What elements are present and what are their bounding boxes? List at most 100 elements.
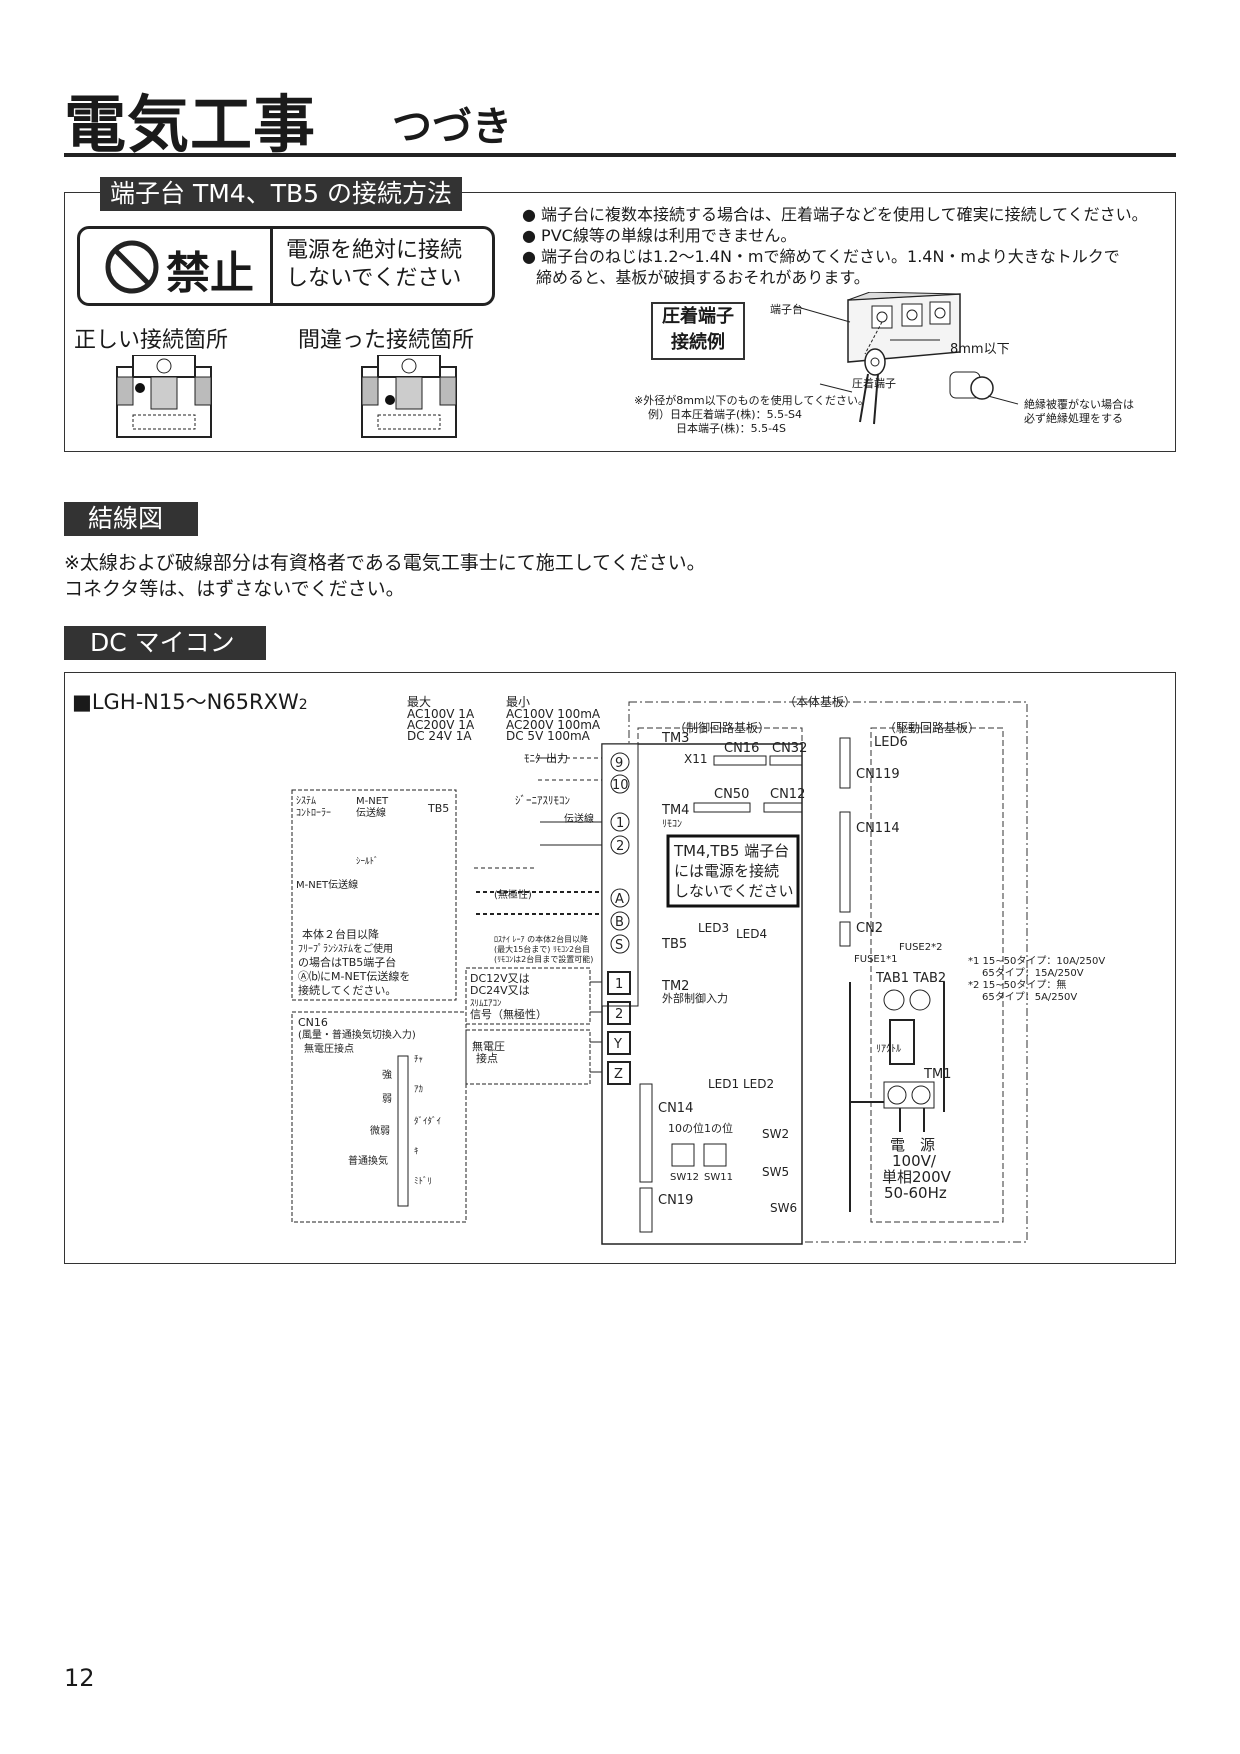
warn-box-1: TM4,TB5 端子台 xyxy=(673,842,789,860)
page-number: 12 xyxy=(64,1664,95,1692)
crimp-note-3: 日本端子(株)：5.5-4S xyxy=(676,422,787,435)
led4-label: LED4 xyxy=(736,927,767,941)
tm2-label: TM2 xyxy=(661,979,689,994)
prohibit-left: 禁止 xyxy=(80,229,273,303)
sw5-label: SW5 xyxy=(762,1165,789,1179)
cn16-box-title: CN16 xyxy=(298,1016,328,1029)
prohibit-label: 禁止 xyxy=(166,248,254,299)
fuse2-label: FUSE2*2 xyxy=(899,942,942,953)
speed-strong: 強 xyxy=(382,1068,392,1081)
terminal-y: Y xyxy=(613,1037,622,1052)
control-board-label: （制御回路基板） xyxy=(674,720,770,735)
wire-color-green: ﾐﾄﾞﾘ xyxy=(414,1176,432,1187)
digit10-label: 10の位 xyxy=(668,1121,704,1135)
prohibit-sign: 禁止 電源を絶対に接続 しないでください xyxy=(77,226,495,306)
tb5-board-label: TB5 xyxy=(661,937,687,952)
sw2-label: SW2 xyxy=(762,1127,789,1141)
terminal-z: Z xyxy=(614,1067,623,1082)
wiring-note-1: ※太線および破線部分は有資格者である電気工事士にて施工してください。 xyxy=(64,552,706,574)
reactor-label: ﾘｱｸﾄﾙ xyxy=(876,1043,901,1055)
tb5-label: TB5 xyxy=(427,802,449,815)
insulation-note-1: 絶縁被覆がない場合は xyxy=(1024,398,1134,411)
wiring-lines xyxy=(472,757,945,1212)
max-line-1: AC100V 1A xyxy=(407,707,475,721)
cn16-box-desc: (風量・普通換気切換入力) xyxy=(298,1028,416,1041)
title-rule xyxy=(64,153,1176,157)
wire-color-orange: ﾀﾞｲﾀﾞｲ xyxy=(414,1116,441,1127)
second-unit-2: ﾌﾘｰﾌﾟﾗﾝｼｽﾃﾑをご使用 xyxy=(298,942,393,955)
system-ctrl-1: ｼｽﾃﾑ xyxy=(296,796,316,807)
tab-label: TAB1 TAB2 xyxy=(875,971,946,986)
terminal-s: S xyxy=(615,938,623,953)
crimp-title-2: 接続例 xyxy=(671,332,725,353)
min-label: 最小 xyxy=(506,695,530,709)
min-line-2: AC200V 100mA xyxy=(506,718,601,732)
terminal-a: A xyxy=(615,892,624,907)
prohibit-warning-2: しないでください xyxy=(286,266,462,291)
led12-label: LED1 LED2 xyxy=(708,1077,774,1091)
fuse-note-3: *2 15~50タイプ：無 xyxy=(968,978,1066,991)
dc-signal-4: 信号（無極性） xyxy=(470,1007,547,1021)
power-label-2: 100V/ xyxy=(892,1152,937,1170)
speed-very-weak: 微弱 xyxy=(370,1124,390,1137)
power-label-1: 電 源 xyxy=(890,1136,935,1154)
lossnay-note-1: ﾛｽﾅｲ ﾚｰｱ の本体2台目以降 xyxy=(494,934,588,944)
tm-section-heading: 端子台 TM4、TB5 の接続方法 xyxy=(100,177,462,211)
second-unit-1: 本体２台目以降 xyxy=(302,927,379,941)
led6-label: LED6 xyxy=(874,735,908,750)
speed-weak: 弱 xyxy=(382,1093,392,1105)
page-title: 電気工事 xyxy=(64,88,317,161)
fuse-note-2: 65タイプ：15A/250V xyxy=(982,967,1084,979)
warn-box-3: しないでください xyxy=(674,882,794,900)
power-label-3: 単相200V xyxy=(882,1168,952,1186)
cn114-label: CN114 xyxy=(856,821,900,836)
wire-color-yellow: ｷ xyxy=(414,1147,419,1157)
drive-board-label: （駆動回路基板） xyxy=(884,720,980,735)
max-line-2: AC200V 1A xyxy=(407,718,475,732)
led3-label: LED3 xyxy=(698,921,729,935)
wiring-diagram: 最大 AC100V 1A AC200V 1A DC 24V 1A 最小 AC10… xyxy=(291,695,1105,1245)
cn14-label: CN14 xyxy=(658,1101,693,1116)
wiring-heading: 結線図 xyxy=(64,502,198,536)
page-subtitle: つづき xyxy=(392,104,512,150)
speed-normal: 普通換気 xyxy=(348,1154,388,1167)
terminal-1: 1 xyxy=(616,816,624,831)
wire-color-brown: ﾁｬ xyxy=(414,1054,423,1065)
prohibit-warning-1: 電源を絶対に接続 xyxy=(286,238,463,263)
model-label: ■LGH-N15～N65RXW2 xyxy=(72,690,308,714)
lossnay-note-3: (ﾘﾓｺﾝは2台目まで設置可能) xyxy=(494,954,593,964)
terminal-column: 9 10 1 2 A B S 1 2 Y Z xyxy=(601,743,639,1085)
fuse-note-1: *1 15~50タイプ：10A/250V xyxy=(968,955,1105,967)
min-line-1: AC100V 100mA xyxy=(506,707,601,721)
dc-heading: DC マイコン xyxy=(64,626,266,660)
terminal-tm2-2: 2 xyxy=(615,1007,623,1022)
mnet-1: M-NET xyxy=(356,796,389,807)
sw12-label: SW12 xyxy=(670,1172,699,1183)
tm3-label: TM3 xyxy=(661,731,689,746)
max-line-3: DC 24V 1A xyxy=(407,729,472,743)
bullet-3-cont: 締めると、基板が破損するおそれがあります。 xyxy=(536,268,870,287)
second-unit-3: の場合はTB5端子台 xyxy=(298,955,396,969)
cn12-label: CN12 xyxy=(770,787,805,802)
tm-section-box xyxy=(64,192,1176,452)
nonvolt-1: 無電圧 xyxy=(472,1039,505,1053)
tm-bullets: ● 端子台に複数本接続する場合は、圧着端子などを使用して確実に接続してください。… xyxy=(522,204,1148,288)
prohibit-icon xyxy=(105,240,159,294)
system-ctrl-2: ｺﾝﾄﾛｰﾗｰ xyxy=(296,808,331,819)
x11-label: X11 xyxy=(684,752,708,766)
wrong-label: 間違った接続箇所 xyxy=(298,328,475,353)
shield-label: ｼｰﾙﾄﾞ xyxy=(356,856,379,867)
tm2-desc: 外部制御入力 xyxy=(662,991,728,1005)
digit1-label: 1の位 xyxy=(704,1121,733,1135)
cn16-label: CN16 xyxy=(724,741,759,756)
label-crimp-terminal: 圧着端子 xyxy=(852,377,896,390)
label-terminal-block: 端子台 xyxy=(770,303,803,316)
nonvolt-2: 接点 xyxy=(476,1052,498,1065)
wiring-notes: ※太線および破線部分は有資格者である電気工事士にて施工してください。 コネクタ等… xyxy=(64,550,706,602)
second-unit-4: Ⓐ⒝にM-NET伝送線を xyxy=(298,969,410,983)
tm4-label: TM4 xyxy=(661,803,689,818)
insulation-note-2: 必ず絶縁処理をする xyxy=(1024,412,1123,425)
crimp-example-box: 圧着端子 接続例 xyxy=(651,302,745,360)
main-board-label: （本体基板） xyxy=(784,695,856,709)
remocon-label: ﾘﾓｺﾝ xyxy=(662,819,682,830)
